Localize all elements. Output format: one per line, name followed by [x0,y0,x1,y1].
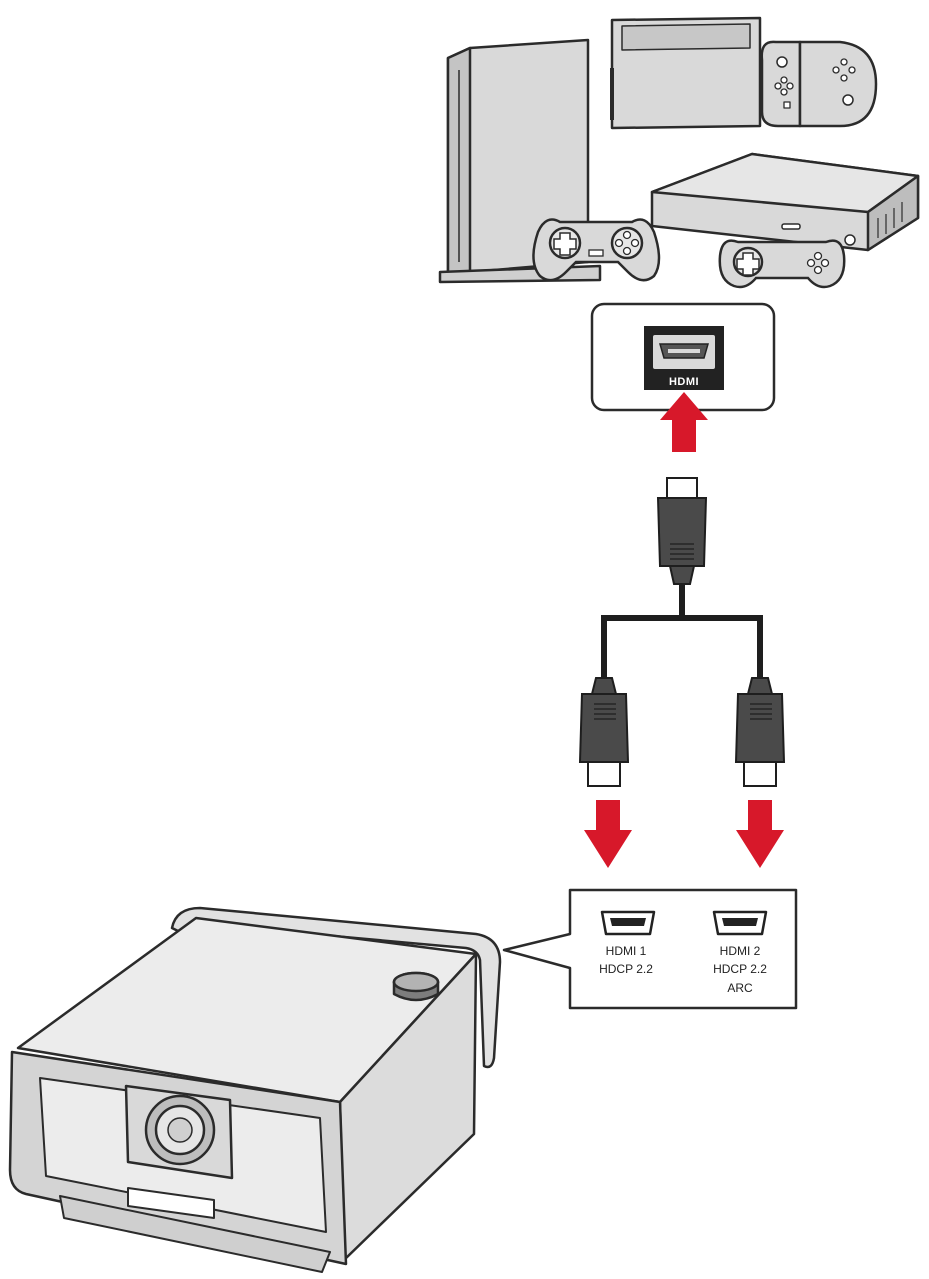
hdmi-port-2-arc: ARC [727,981,753,995]
flat-console-icon [650,152,920,252]
hdmi-cable-icon [578,477,786,787]
hdmi-port-2-name: HDMI 2 [720,944,761,958]
hdmi-port-2: HDMI 2 HDCP 2.2 ARC [712,910,768,995]
source-devices [438,16,920,289]
projector-icon [8,906,502,1273]
gamepad-icon [532,218,661,282]
hdmi-port-1-hdcp: HDCP 2.2 [599,962,653,976]
arrow-down-icon [584,800,632,868]
projector-port-callout: HDMI 1 HDCP 2.2 HDMI 2 HDCP 2.2 ARC [502,888,798,1010]
hdmi-port-1: HDMI 1 HDCP 2.2 [599,910,656,976]
hdmi-port-label: HDMI [669,376,699,388]
hdmi-port-2-hdcp: HDCP 2.2 [713,962,767,976]
hdmi-port-icon [600,910,656,936]
source-hdmi-port-callout: HDMI [590,302,776,412]
arrow-up-icon [660,392,708,452]
hdmi-port-icon [712,910,768,936]
arrow-down-icon [736,800,784,868]
gamepad-icon [718,239,846,289]
hdmi-port-1-name: HDMI 1 [606,944,647,958]
handheld-console-dock-icon [610,16,878,130]
hdmi-port-icon: HDMI [644,326,724,390]
